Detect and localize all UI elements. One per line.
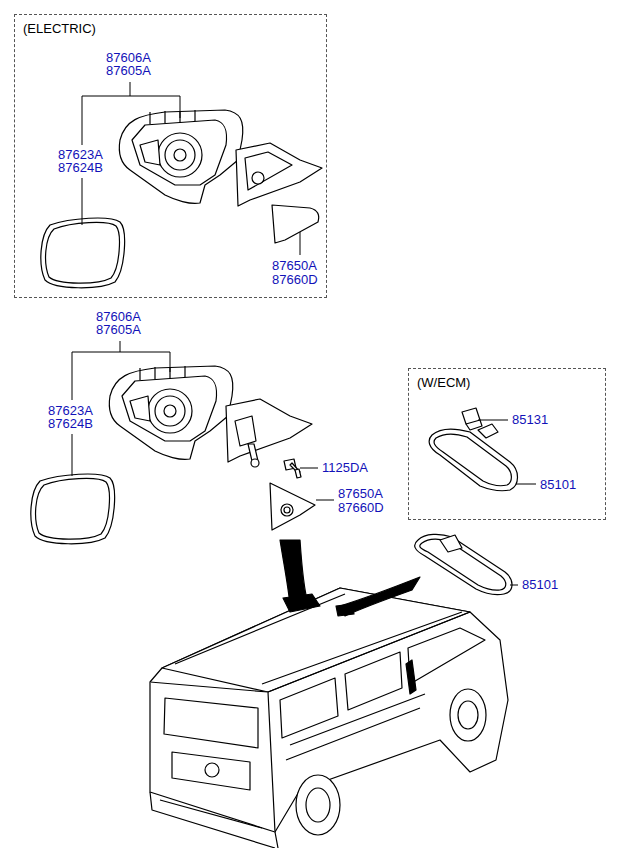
- drawing-part: [408, 628, 485, 684]
- drawing-part: [272, 205, 319, 243]
- part-number: 87650A: [272, 258, 317, 273]
- part-number: 1125DA: [322, 460, 368, 475]
- drawing-part: [462, 408, 480, 424]
- drawing-part: [336, 604, 354, 616]
- drawing-part: [466, 420, 482, 430]
- drawing-part: [46, 222, 120, 283]
- drawing-part: [155, 396, 185, 426]
- vehicle: [150, 588, 508, 848]
- drawing-part: [245, 152, 292, 190]
- drawing-part: [205, 763, 219, 777]
- drawing-part: [516, 484, 536, 485]
- drawing-part: [226, 399, 312, 462]
- drawing-part: [510, 585, 518, 586]
- group-heading: (ELECTRIC): [15, 15, 104, 42]
- location-arrow: [280, 540, 420, 616]
- drawing-part: [283, 594, 320, 612]
- drawing-part: [41, 218, 125, 288]
- drawing-part: [406, 660, 416, 694]
- part-number: 85131: [512, 412, 548, 427]
- inside-mirror: [415, 534, 512, 594]
- drawing-part: [296, 775, 340, 835]
- drawing-part: [158, 133, 202, 177]
- drawing-part: [251, 459, 259, 467]
- mirror-housing: [119, 110, 322, 206]
- drawing-part: [270, 483, 315, 530]
- drawing-part: [284, 507, 290, 513]
- corner-cover: [270, 483, 315, 530]
- drawing-part: [429, 429, 517, 490]
- drawing-part: [109, 366, 233, 459]
- drawing-part: [306, 788, 330, 822]
- drawing-part: [415, 534, 512, 594]
- drawing-part: [252, 172, 264, 184]
- drawing-part: [280, 678, 338, 738]
- drawing-part: [119, 110, 243, 203]
- corner-cover: [272, 205, 319, 243]
- mirror-glass: [41, 218, 125, 288]
- drawing-part: [31, 110, 518, 848]
- drawing-part: [174, 149, 186, 161]
- drawing-part: [122, 376, 217, 441]
- part-number: 87605A: [106, 63, 151, 78]
- drawing-part: [478, 420, 508, 421]
- part-number: 87660D: [272, 272, 318, 287]
- ecm-mirror: [429, 424, 517, 491]
- drawing-part: [281, 504, 293, 516]
- part-number: 87623A: [48, 403, 93, 418]
- drawing-part: [458, 701, 478, 729]
- drawing-part: [172, 752, 250, 790]
- drawing-part: [286, 694, 425, 760]
- part-number: 87605A: [96, 322, 141, 337]
- drawing-part: [235, 416, 256, 446]
- drawing-part: [248, 444, 258, 461]
- drawing-part: [160, 800, 262, 828]
- drawing-part: [236, 143, 322, 206]
- part-number: 85101: [540, 477, 576, 492]
- drawing-part: [345, 652, 402, 710]
- drawing-part: [316, 500, 334, 501]
- part-number: 87624B: [58, 160, 103, 175]
- drawing-part: [295, 469, 301, 478]
- drawing-part: [148, 389, 192, 433]
- drawing-part: [150, 110, 195, 124]
- drawing-part: [150, 792, 278, 848]
- drawing-part: [130, 396, 150, 421]
- drawing-part: [434, 434, 511, 486]
- part-number: 85101: [522, 577, 558, 592]
- part-number: 87624B: [48, 416, 93, 431]
- group-heading: (W/ECM): [409, 369, 478, 396]
- drawing-part: [450, 689, 486, 741]
- drawing-part: [36, 478, 110, 539]
- drawing-part: [140, 366, 185, 380]
- mirror-glass: [31, 474, 115, 544]
- drawing-part: [440, 535, 462, 552]
- drawing-part: [164, 698, 258, 748]
- drawing-part: [140, 140, 160, 165]
- leader-lines: [72, 82, 536, 585]
- part-number: 87606A: [96, 309, 141, 324]
- part-number: 87660D: [338, 500, 384, 515]
- drawing-part: [165, 140, 195, 170]
- bolt: [284, 459, 301, 478]
- drawing-part: [164, 405, 176, 417]
- dashed-group-box: (W/ECM): [408, 368, 606, 520]
- part-number: 87606A: [106, 50, 151, 65]
- mirror-housing: [109, 366, 312, 467]
- drawing-part: [420, 539, 506, 590]
- drawing-part: [132, 120, 227, 185]
- part-number: 87623A: [58, 147, 103, 162]
- part-number: 87650A: [338, 486, 383, 501]
- drawing-part: [300, 232, 301, 255]
- drawing-part: [300, 468, 318, 469]
- ecm-cover: [462, 408, 482, 430]
- drawing-part: [31, 474, 115, 544]
